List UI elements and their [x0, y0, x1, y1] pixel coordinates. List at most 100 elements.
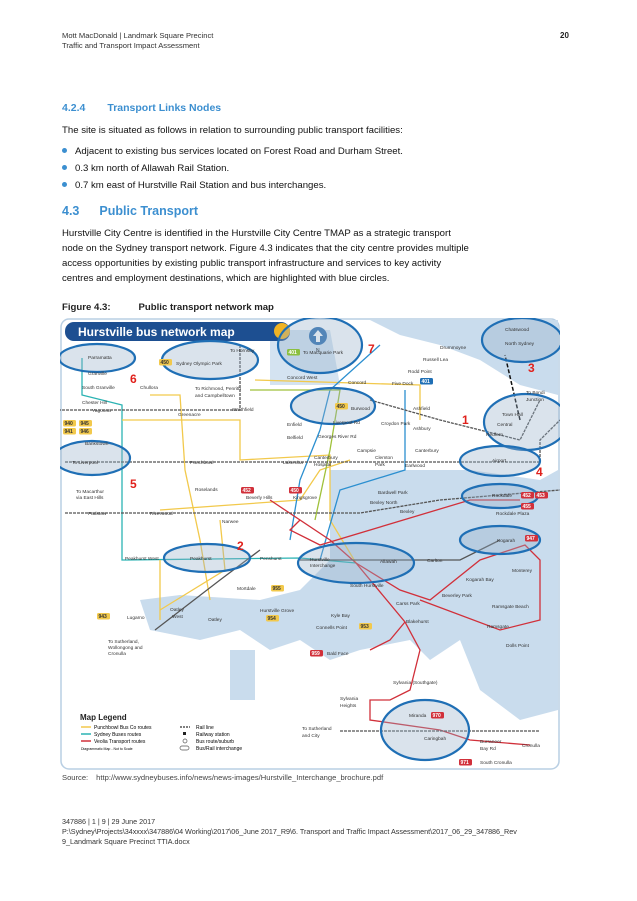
station-label: Carss Park: [396, 601, 420, 607]
station-label: Five Dock: [392, 381, 414, 387]
route-badge: 954: [266, 615, 279, 622]
map-legend: Map Legend Punchbowl Bus Co routes Sydne…: [80, 713, 242, 752]
annotation-number: 4: [536, 465, 543, 479]
station-label: West: [172, 614, 184, 620]
station-label: Blakehurst: [406, 619, 429, 625]
map-title: Hurstville bus network map: [78, 325, 235, 339]
station-label: Miranda: [409, 713, 427, 719]
station-label: Granville: [88, 371, 107, 377]
highlight-ellipse: [458, 524, 542, 556]
header-line-2: Traffic and Transport Impact Assessment: [62, 41, 200, 50]
bullet-item: 0.3 km north of Allawah Rail Station.: [62, 163, 229, 174]
station-label: Enfield: [287, 422, 302, 428]
station-label: To Sutherland: [302, 726, 332, 732]
highlight-ellipse: [458, 444, 542, 478]
station-label: Parramatta: [88, 355, 112, 361]
route-badge: 943: [97, 613, 110, 620]
bullet-text: Adjacent to existing bus services locate…: [75, 146, 403, 157]
route-badge: 401: [287, 349, 300, 356]
route-badge: 450: [289, 487, 302, 494]
route-badge-label: 401: [422, 379, 431, 385]
station-label: Junction: [526, 397, 544, 403]
paragraph-line: access opportunities by existing public …: [62, 258, 442, 269]
legend-item: Bus route/suburb: [196, 739, 234, 745]
map-title-bar: Hurstville bus network map: [65, 322, 290, 341]
figure-source: Source:http://www.sydneybuses.info/news/…: [62, 773, 383, 782]
route-badge-label: 453: [537, 493, 546, 499]
highlight-ellipse: [160, 339, 260, 381]
bullet-item: 0.7 km east of Hurstville Rail Station a…: [62, 180, 326, 191]
station-label: South Hurstville: [350, 583, 384, 589]
station-label: Ashbury: [413, 426, 431, 432]
legend-item: Punchbowl Bus Co routes: [94, 725, 152, 731]
route-badge: 455: [521, 503, 534, 510]
station-label: Ramsgate: [487, 624, 509, 630]
station-label: Hurstville Grove: [260, 608, 294, 614]
figure-caption: Figure 4.3:Public transport network map: [62, 302, 274, 313]
route-badge-label: 450: [161, 360, 170, 366]
highlight-ellipse: [482, 392, 560, 452]
station-label: Concord: [348, 380, 366, 386]
station-label: Central: [497, 422, 512, 428]
station-label: Earlwood: [405, 463, 425, 469]
route-badge-label: 452: [523, 493, 532, 499]
route-badge-label: 971: [461, 760, 470, 766]
route-badge: 941: [63, 428, 76, 435]
page-footer: 347886 | 1 | 9 | 29 June 2017 P:\Sydney\…: [62, 817, 582, 847]
route-badge: 452: [241, 487, 254, 494]
annotation-number: 6: [130, 372, 137, 386]
legend-item: Railway station: [196, 732, 230, 738]
station-label: Rockdale: [492, 493, 512, 499]
station-label: Burraneer: [480, 739, 502, 745]
station-label: Monterey: [512, 568, 533, 574]
route-badge-label: 401: [289, 350, 298, 356]
route-badge-label: 450: [291, 488, 300, 494]
legend-item: Bus/Rail interchange: [196, 746, 242, 752]
highlight-ellipse: [60, 342, 137, 374]
station-label: and Campbelltown: [195, 393, 235, 399]
station-label: To Bondi: [526, 390, 545, 396]
station-label: Chullora: [140, 385, 158, 391]
station-label: Ramsgate Beach: [492, 604, 529, 610]
annotation-number: 3: [528, 361, 535, 375]
route-badge: 945: [79, 420, 92, 427]
station-label: Bay Rd: [480, 746, 496, 752]
route-badge-label: 450: [337, 404, 346, 410]
highlight-ellipse: [162, 542, 252, 574]
station-label: Wollongong and: [108, 645, 143, 651]
footer-line-3: 9_Landmark Square Precinct TTIA.docx: [62, 837, 190, 846]
station-label: Peakhurst: [190, 556, 212, 562]
station-label: Interchange: [310, 563, 336, 569]
station-label: Lugarno: [127, 615, 145, 621]
route-badge: 953: [359, 623, 372, 630]
station-label: Caringbah: [424, 736, 446, 742]
station-label: Town Hall: [502, 412, 523, 418]
station-label: and City: [302, 733, 320, 739]
section-title: Transport Links Nodes: [107, 102, 222, 114]
station-label: Chatswood: [505, 327, 529, 333]
legend-item: Veolia Transport routes: [94, 739, 146, 745]
station-label: Canterbury: [314, 455, 338, 461]
station-label: Beverley Park: [442, 593, 472, 599]
route-badge-label: 940: [65, 421, 74, 427]
station-label: Beverly Hills: [246, 495, 273, 501]
station-label: Mortdale: [237, 586, 256, 592]
station-label: Belfield: [287, 435, 303, 441]
station-label: To Sutherland,: [108, 639, 139, 645]
route-badge: 453: [535, 492, 548, 499]
station-label: Canterbury: [415, 448, 439, 454]
figure-label: Figure 4.3:: [62, 302, 111, 313]
route-badge: 450: [335, 403, 348, 410]
station-label: Rockdale Plaza: [496, 511, 530, 517]
source-url[interactable]: http://www.sydneybuses.info/news/news-im…: [96, 773, 384, 782]
route-badge: 450: [159, 359, 172, 366]
station-label: To Richmond, Penrith: [195, 386, 241, 392]
station-label: Allawah: [380, 559, 397, 565]
legend-title: Map Legend: [80, 713, 127, 722]
station-label: via East Hills: [76, 495, 104, 501]
station-label: Bald Face: [327, 651, 349, 657]
